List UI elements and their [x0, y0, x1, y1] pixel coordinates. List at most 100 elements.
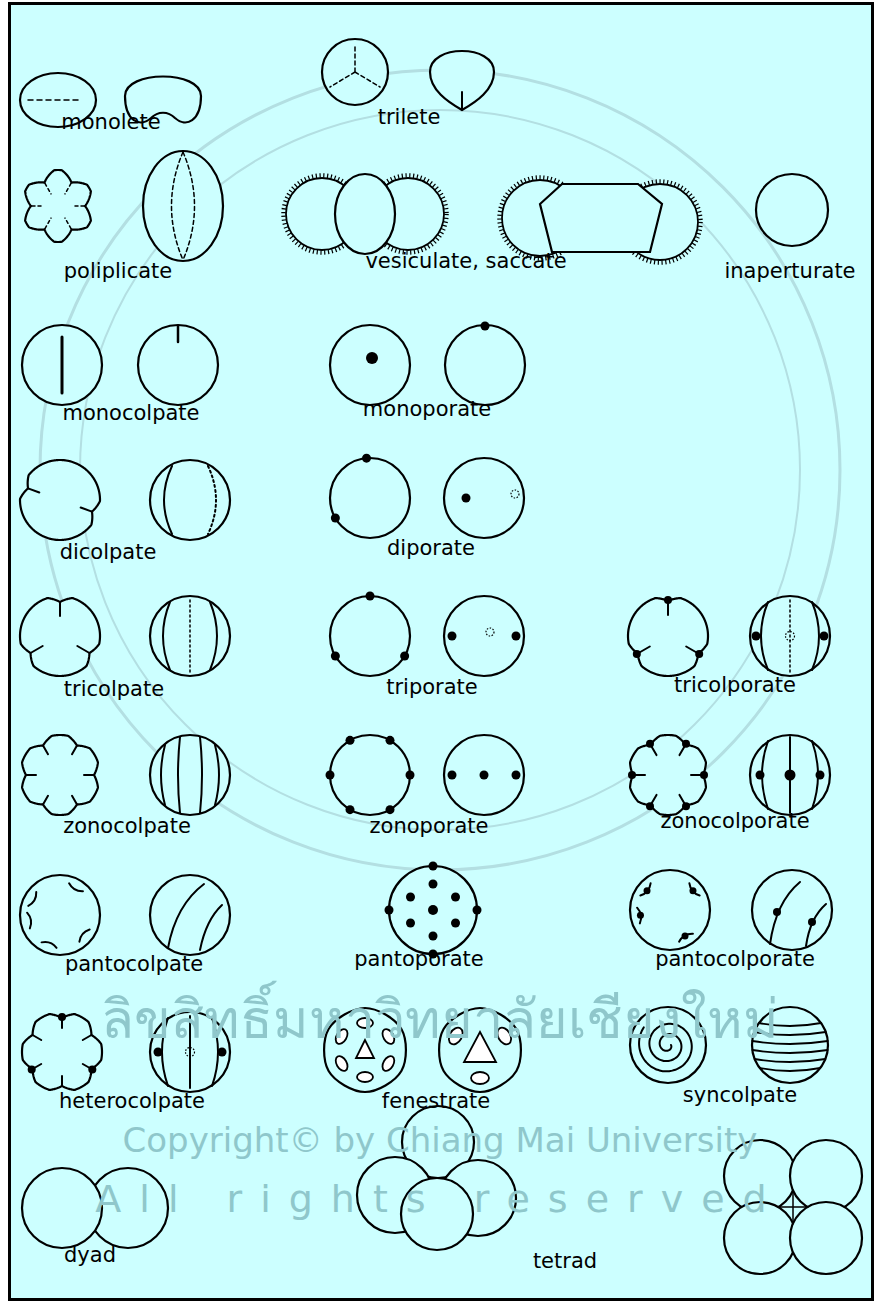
- colpus-line: [215, 745, 219, 805]
- pore: [756, 771, 765, 780]
- colpus-line: [789, 600, 791, 672]
- lacuna: [380, 1054, 397, 1073]
- colpus-line: [26, 774, 36, 776]
- aperture-type-label: tricolporate: [674, 673, 796, 698]
- watermark-text: Copyright© by Chiang Mai University: [123, 1120, 758, 1161]
- grain-outline: [330, 596, 410, 676]
- band-colpus: [755, 1059, 826, 1062]
- grain-outline: [25, 170, 91, 242]
- grain-outline: [430, 51, 494, 110]
- pore: [512, 771, 521, 780]
- colpus-line: [43, 796, 48, 805]
- colpus-line: [83, 1035, 92, 1040]
- pore: [428, 905, 438, 915]
- colpus-line: [168, 884, 204, 948]
- pore: [366, 592, 375, 601]
- colpus-line: [45, 183, 51, 193]
- colpus-line: [640, 883, 650, 895]
- grain-outline: [330, 325, 410, 405]
- aperture-type-label: heterocolpate: [59, 1089, 205, 1114]
- pore: [406, 919, 415, 928]
- aperture-type-label: dyad: [64, 1243, 116, 1268]
- grain-outline: [330, 458, 410, 538]
- pore: [689, 887, 696, 894]
- aperture-type-label: zonoporate: [370, 814, 489, 839]
- pore: [88, 1066, 96, 1074]
- colpus-line: [45, 218, 51, 228]
- colpus-line: [161, 745, 165, 805]
- aperture-type-label: vesiculate, saccate: [365, 249, 566, 274]
- aperture-type-label: tetrad: [533, 1249, 597, 1274]
- colpus-line: [200, 905, 222, 950]
- aperture-type-label: monolete: [61, 110, 160, 135]
- grain-outline: [22, 325, 102, 405]
- pore: [406, 771, 415, 780]
- pore: [480, 771, 489, 780]
- pore: [429, 880, 438, 889]
- aperture-type-label: poliplicate: [64, 259, 172, 284]
- colpus-line: [461, 92, 463, 110]
- grain-outline: [20, 460, 100, 540]
- pore: [326, 771, 335, 780]
- pore-far-side: [486, 628, 494, 636]
- colpus-line: [689, 883, 699, 895]
- pore: [448, 632, 457, 641]
- aperture-type-label: zonocolpate: [63, 814, 191, 839]
- grain-outline: [445, 325, 525, 405]
- grain-body: [335, 174, 395, 254]
- pore: [385, 906, 394, 915]
- colpus-line: [178, 737, 180, 813]
- colpus-line: [31, 646, 43, 653]
- grain-outline: [150, 875, 230, 955]
- pore: [808, 918, 816, 926]
- pore: [400, 652, 409, 661]
- pore: [785, 770, 796, 781]
- colpus-line: [33, 1035, 42, 1040]
- colpus-line: [42, 942, 57, 948]
- watermark-text: ลิขสิทธิ์มหาวิทยาลัยเชียงใหม่: [101, 988, 779, 1053]
- aperture-type-label: pantoporate: [354, 947, 483, 972]
- grain-outline: [444, 458, 524, 538]
- pore: [820, 632, 829, 641]
- grain-outline: [20, 875, 100, 955]
- colpus-line: [32, 205, 44, 207]
- pore: [664, 596, 672, 604]
- colpus-line: [210, 602, 217, 670]
- watermark-emblem: [40, 70, 840, 870]
- colpus-line: [79, 929, 89, 941]
- grain-outline: [389, 866, 477, 954]
- pore: [473, 906, 482, 915]
- colpus-line: [208, 466, 216, 534]
- grain-outline: [150, 460, 230, 540]
- grain-outline: [630, 735, 706, 815]
- colpus-line: [189, 600, 191, 672]
- pore: [462, 494, 471, 503]
- grain-outline: [322, 39, 388, 105]
- pore: [512, 632, 521, 641]
- colpus-line: [200, 737, 202, 813]
- grain-outline: [444, 735, 524, 815]
- grain-outline: [750, 735, 830, 815]
- colpus-line: [183, 152, 195, 260]
- grain-outline: [752, 870, 832, 950]
- aperture-type-label: trilete: [378, 105, 441, 130]
- pore: [481, 322, 490, 331]
- aperture-type-label: inaperturate: [724, 259, 855, 284]
- colpus-line: [761, 602, 768, 670]
- pore: [331, 514, 340, 523]
- aperture-type-label: monocolpate: [62, 401, 199, 426]
- pore: [637, 912, 644, 919]
- colpus-line: [172, 152, 184, 260]
- watermark-text: All rights reserved: [95, 1177, 784, 1223]
- colpus-line: [65, 183, 71, 193]
- colpus-line: [27, 913, 31, 929]
- grain-outline: [444, 596, 524, 676]
- pore: [386, 736, 395, 745]
- colpus-line: [28, 99, 82, 101]
- colpus-line: [81, 508, 92, 512]
- aperture-type-label: tricolpate: [64, 677, 164, 702]
- pore: [644, 887, 651, 894]
- grain-outline: [20, 598, 100, 676]
- aperture-type-label: zonocolporate: [660, 809, 809, 834]
